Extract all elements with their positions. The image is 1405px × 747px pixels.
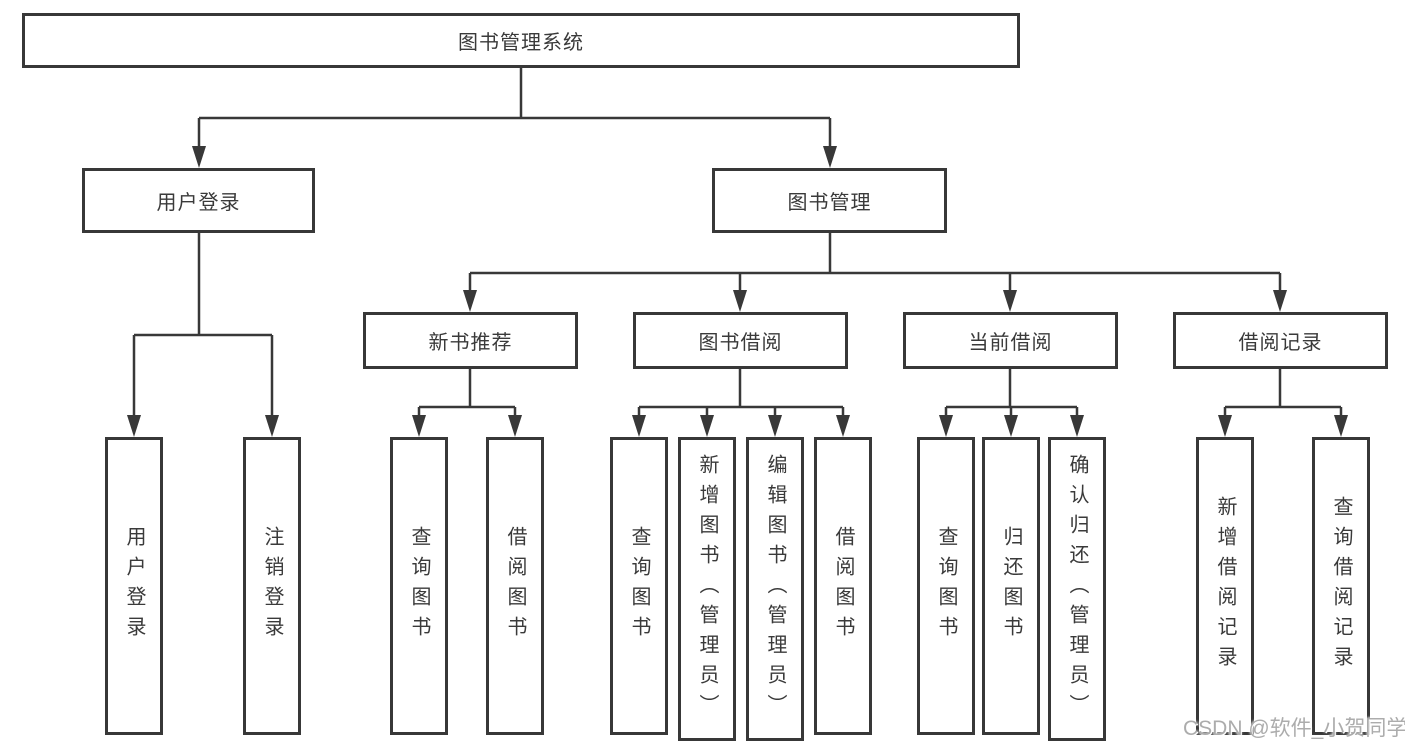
- node-current-borrow: 当前借阅: [903, 312, 1118, 369]
- node-borrow-books-recommend: 借阅图书: [486, 437, 544, 735]
- arrowhead: [632, 415, 646, 437]
- node-borrow-records: 借阅记录: [1173, 312, 1388, 369]
- node-query-books-recommend: 查询图书: [390, 437, 448, 735]
- node-book-management: 图书管理: [712, 168, 947, 233]
- node-query-books-current: 查询图书: [917, 437, 975, 735]
- node-add-borrow-record: 新增借阅记录: [1196, 437, 1254, 735]
- node-borrow-books-leaf: 借阅图书: [814, 437, 872, 735]
- node-user-login: 用户登录: [82, 168, 315, 233]
- node-edit-book-admin: 编辑图书（管理员）: [746, 437, 804, 741]
- arrowhead: [1218, 415, 1232, 437]
- node-logout-leaf: 注销登录: [243, 437, 301, 735]
- arrowhead: [412, 415, 426, 437]
- arrowhead: [1273, 290, 1287, 312]
- arrowhead: [508, 415, 522, 437]
- node-return-books: 归还图书: [982, 437, 1040, 735]
- node-user-login-leaf: 用户登录: [105, 437, 163, 735]
- arrowhead: [700, 415, 714, 437]
- arrowhead: [823, 146, 837, 168]
- node-query-books-borrow: 查询图书: [610, 437, 668, 735]
- arrowhead: [768, 415, 782, 437]
- node-add-book-admin: 新增图书（管理员）: [678, 437, 736, 741]
- node-new-book-recommend: 新书推荐: [363, 312, 578, 369]
- node-confirm-return-admin: 确认归还（管理员）: [1048, 437, 1106, 741]
- node-book-borrow: 图书借阅: [633, 312, 848, 369]
- arrowhead: [127, 415, 141, 437]
- arrowhead: [836, 415, 850, 437]
- arrowhead: [265, 415, 279, 437]
- arrowhead: [733, 290, 747, 312]
- node-query-borrow-record: 查询借阅记录: [1312, 437, 1370, 735]
- arrowhead: [1334, 415, 1348, 437]
- arrowhead: [1003, 290, 1017, 312]
- arrowhead: [192, 146, 206, 168]
- arrowhead: [939, 415, 953, 437]
- node-library-system: 图书管理系统: [22, 13, 1020, 68]
- arrowhead: [1070, 415, 1084, 437]
- csdn-watermark: CSDN @软件_小贺同学: [1183, 717, 1405, 740]
- arrowhead: [1004, 415, 1018, 437]
- arrowhead: [463, 290, 477, 312]
